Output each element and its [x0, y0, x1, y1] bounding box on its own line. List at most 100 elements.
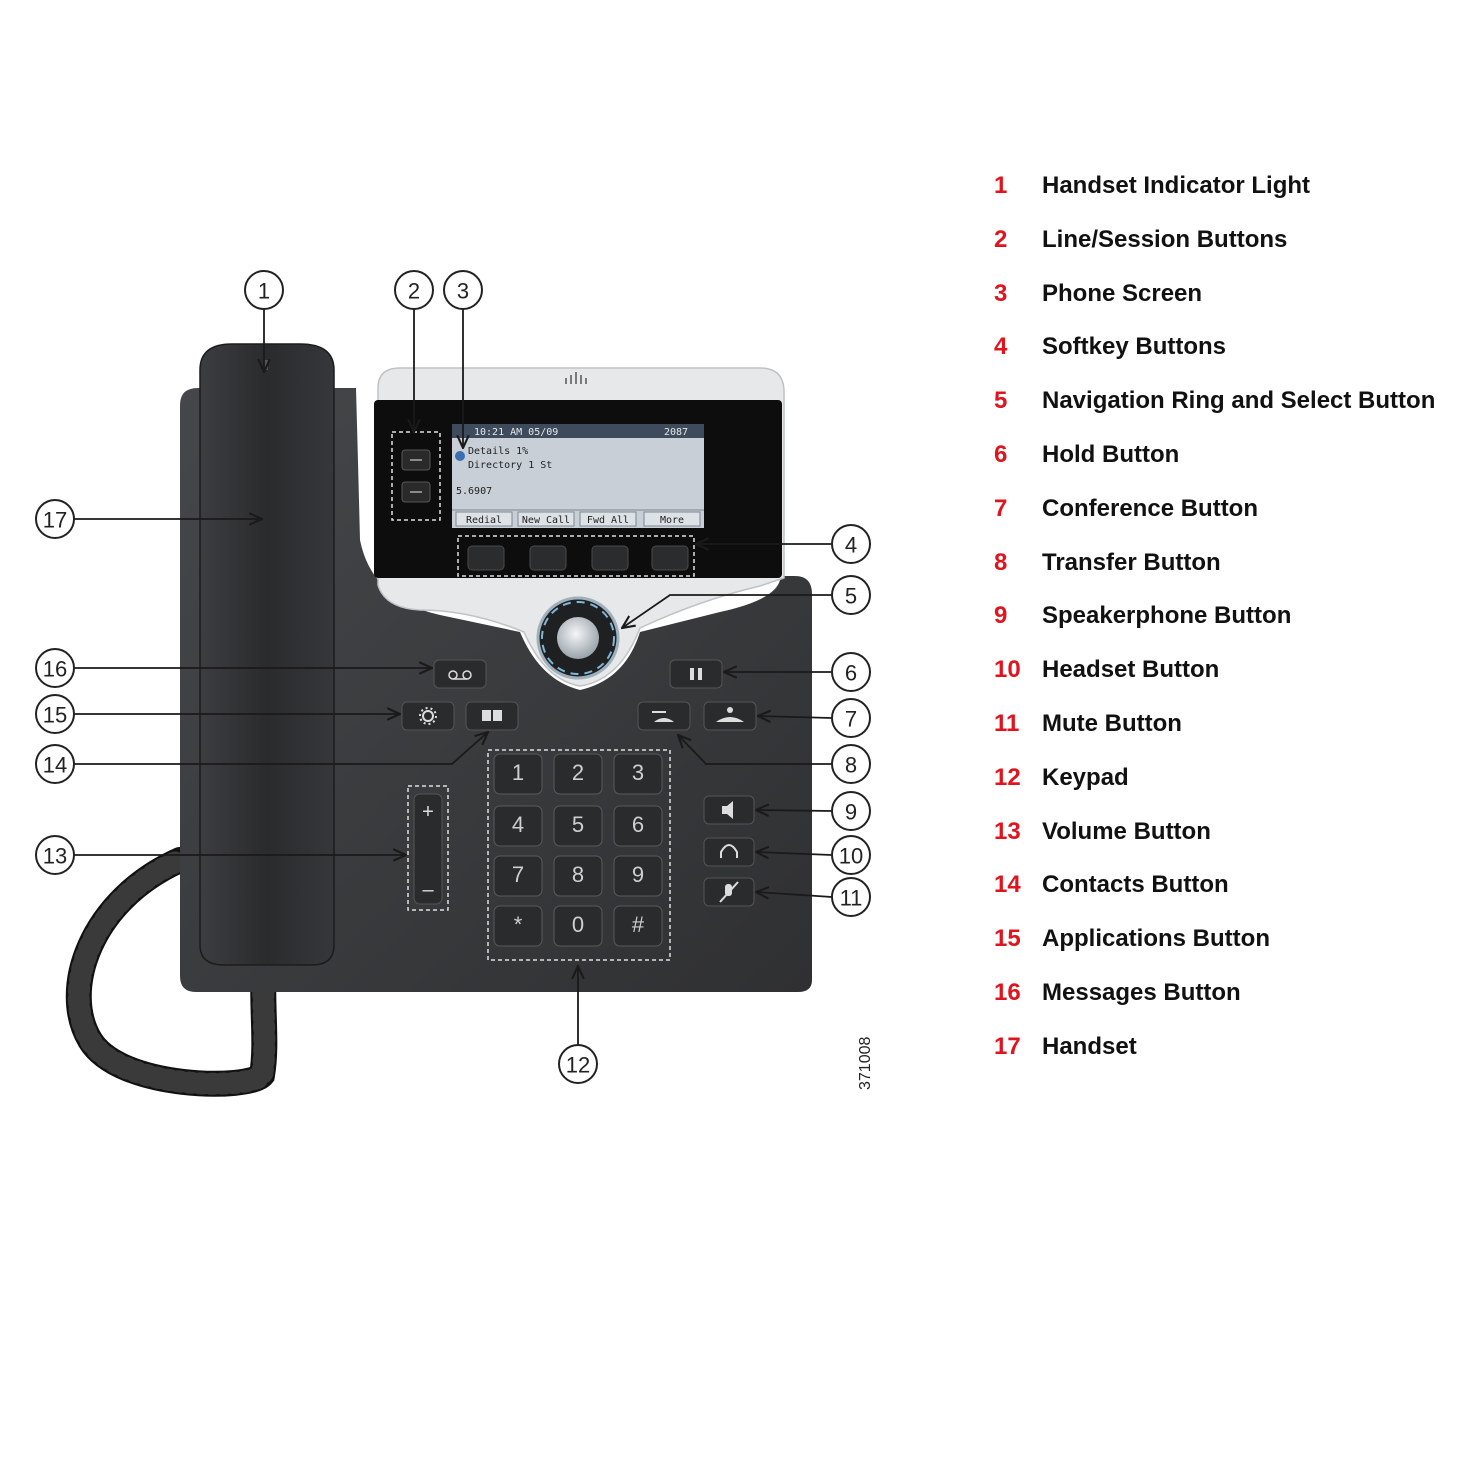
keypad-key-cap	[613, 805, 663, 847]
legend-label: Handset	[1042, 1032, 1137, 1060]
softkey-button-3[interactable]	[591, 545, 629, 571]
transfer-button[interactable]	[637, 701, 691, 731]
callout-circle	[558, 1044, 598, 1084]
headset-button[interactable]	[703, 837, 755, 867]
speakerphone-button[interactable]	[703, 795, 755, 825]
mute-button[interactable]	[703, 877, 755, 907]
legend-number: 8	[994, 548, 1008, 576]
keypad-key[interactable]: 0	[553, 905, 603, 947]
callout-circle	[831, 744, 871, 784]
keypad-key-label: 9	[632, 862, 644, 887]
legend-label: Hold Button	[1042, 441, 1180, 468]
keypad-key-label: 7	[512, 862, 524, 887]
legend-number: 14	[994, 871, 1021, 899]
softkey-label: More	[660, 515, 684, 526]
keypad-key[interactable]: 5	[553, 805, 603, 847]
keypad-outline	[487, 749, 671, 961]
keypad-key-cap	[613, 905, 663, 947]
volume-button[interactable]: + –	[407, 785, 449, 911]
keypad-key[interactable]: 2	[553, 753, 603, 795]
keypad-key[interactable]: 9	[613, 855, 663, 897]
select-button[interactable]	[557, 617, 599, 659]
callout-number: 7	[845, 707, 857, 732]
conference-button[interactable]	[703, 701, 757, 731]
callout-circle	[35, 499, 75, 539]
handset-cord	[65, 847, 278, 1097]
keypad-key-cap	[493, 905, 543, 947]
legend-number: 5	[994, 387, 1008, 415]
keypad-key[interactable]: 1	[493, 753, 543, 795]
callout-number: 14	[43, 753, 67, 778]
screen-header-left: 10:21 AM 05/09	[474, 427, 558, 438]
softkey-button-4[interactable]	[651, 545, 689, 571]
callout-marker: 3	[443, 270, 483, 310]
navigation-ring[interactable]	[536, 596, 620, 680]
callout-number: 5	[845, 584, 857, 609]
callout-circle	[443, 270, 483, 310]
legend-number: 7	[994, 494, 1008, 522]
keypad-key-label: 4	[512, 812, 524, 837]
mute-icon	[719, 881, 739, 903]
legend-number: 4	[994, 333, 1008, 361]
keypad-key[interactable]: 6	[613, 805, 663, 847]
legend-number: 2	[994, 225, 1008, 253]
handset[interactable]	[199, 343, 335, 966]
keypad-key[interactable]: 7	[493, 855, 543, 897]
callout-circle	[244, 270, 284, 310]
softkey-button-1[interactable]	[467, 545, 505, 571]
keypad-key-label: 5	[572, 812, 584, 837]
callout-number: 2	[408, 279, 420, 304]
keypad-key-cap	[613, 855, 663, 897]
keypad-key[interactable]: 3	[613, 753, 663, 795]
legend-number: 11	[994, 710, 1020, 737]
callout-marker: 9	[831, 791, 871, 831]
callout-number: 6	[845, 661, 857, 686]
keypad-key[interactable]: 4	[493, 805, 543, 847]
callout-circle	[35, 835, 75, 875]
messages-button[interactable]	[433, 659, 487, 689]
hold-button[interactable]	[669, 659, 723, 689]
headset-icon	[720, 844, 738, 858]
keypad-key[interactable]: #	[613, 905, 663, 947]
legend-label: Softkey Buttons	[1042, 333, 1227, 361]
speaker-icon	[722, 801, 733, 819]
callout-circle	[831, 524, 871, 564]
callout-circle	[394, 270, 434, 310]
keypad-key-label: 6	[632, 812, 644, 837]
legend-number: 6	[994, 441, 1008, 468]
legend-number: 10	[994, 656, 1021, 684]
callout-circle	[35, 648, 75, 688]
callout-marker: 5	[831, 575, 871, 615]
softkey-label: Fwd All	[587, 515, 629, 526]
legend-item: 4 Softkey Buttons	[980, 332, 1226, 362]
callout-circle	[831, 698, 871, 738]
screen-line-2: Directory 1 St	[468, 460, 552, 471]
callout-number: 4	[845, 533, 857, 558]
legend-number: 13	[994, 817, 1021, 845]
keypad-key[interactable]: 8	[553, 855, 603, 897]
callout-marker: 1	[244, 270, 284, 310]
keypad-key-label: 0	[572, 912, 584, 937]
contacts-button[interactable]	[465, 701, 519, 731]
legend-number: 1	[994, 172, 1008, 199]
legend-label: Mute Button	[1042, 710, 1182, 737]
callout-marker: 8	[831, 744, 871, 784]
applications-button[interactable]	[401, 701, 455, 731]
callout-marker: 2	[394, 270, 434, 310]
callout-marker: 7	[831, 698, 871, 738]
softkey-button-2[interactable]	[529, 545, 567, 571]
keypad-key[interactable]: *	[493, 905, 543, 947]
legend-number: 3	[994, 279, 1008, 307]
callout-number: 12	[566, 1053, 590, 1078]
legend-label: Speakerphone Button	[1042, 602, 1292, 630]
phone-screen: 10:21 AM 05/09 2087 Details 1% Directory…	[452, 424, 704, 528]
legend-label: Messages Button	[1042, 979, 1241, 1006]
